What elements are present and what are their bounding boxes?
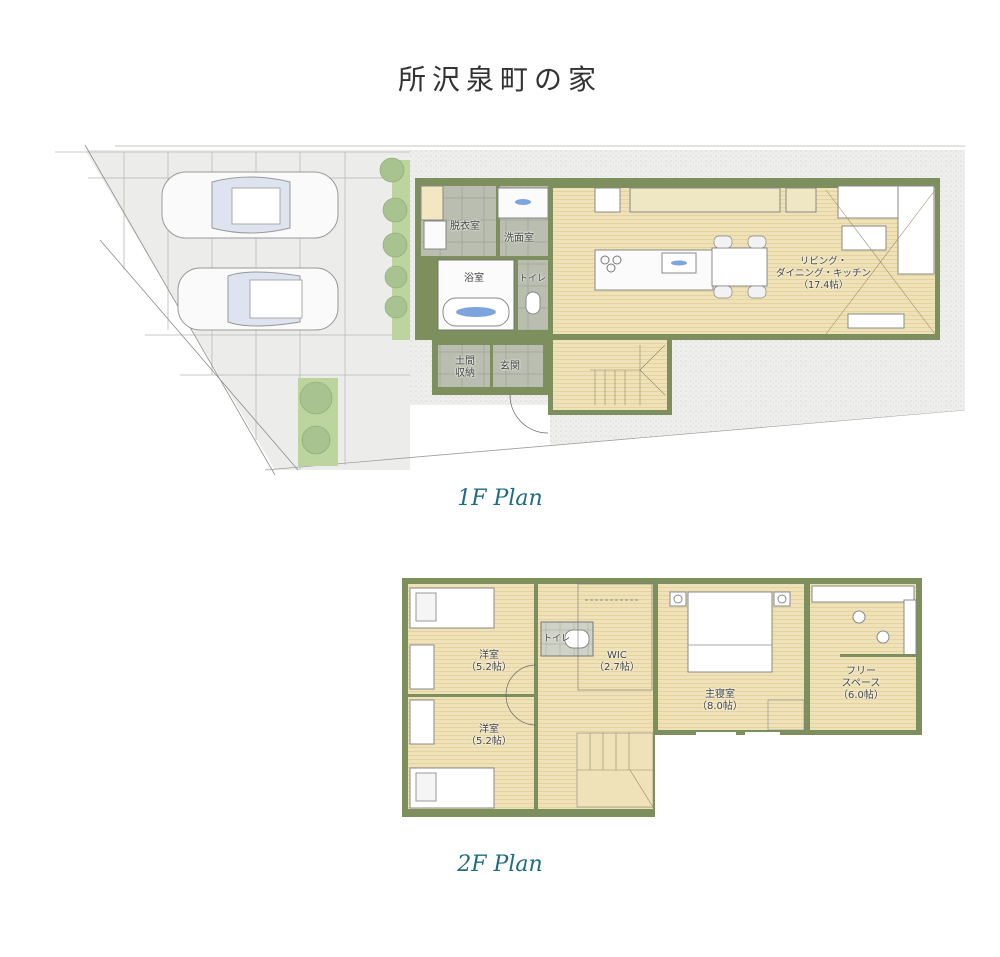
floor-plan-1f: 脱衣室 洗面室 浴室 トイレ 土間 収納 玄関 リビング・ ダイニング・キッチン… xyxy=(55,144,966,476)
toilet-bowl xyxy=(525,291,541,315)
room-label-yokushitsu: 浴室 xyxy=(464,273,484,284)
plan-label-2f: 2F Plan xyxy=(457,852,543,877)
plan-label-1f: 1F Plan xyxy=(457,486,543,511)
room-label-yoshitsu-2: 洋室 （5.2帖） xyxy=(466,724,512,747)
room-label-yoshitsu-1: 洋室 （5.2帖） xyxy=(466,650,512,673)
desk-2 xyxy=(409,699,435,745)
room-label-free-space: フリー スペース （6.0帖） xyxy=(838,666,884,701)
coffee-table xyxy=(841,225,887,251)
room-label-doma-shuno: 土間 収納 xyxy=(455,356,475,379)
genkan-floor xyxy=(493,345,543,387)
room-label-wic: WIC （2.7帖） xyxy=(594,650,640,673)
room-label-genkan: 玄関 xyxy=(500,361,520,372)
doma-shuno-floor xyxy=(438,345,490,387)
room-label-toilet-2f: トイレ xyxy=(543,634,571,644)
room-label-ldk: リビング・ ダイニング・キッチン （17.4帖） xyxy=(776,256,872,291)
room-label-datsuishitsu: 脱衣室 xyxy=(450,221,480,232)
master-bed xyxy=(687,591,773,673)
dining-table xyxy=(711,247,768,287)
entrance-door-swing xyxy=(509,394,549,434)
car-1 xyxy=(161,171,339,239)
room-label-senmenshitsu: 洗面室 xyxy=(504,233,534,244)
floor-plan-1f-drawing xyxy=(55,144,966,476)
tv-board xyxy=(847,313,905,329)
room-label-master-bedroom: 主寝室 （8.0帖） xyxy=(697,689,743,712)
desk-1 xyxy=(409,644,435,690)
room-label-toilet: トイレ xyxy=(519,274,547,284)
stairs-1f xyxy=(553,340,667,410)
car-2 xyxy=(177,267,339,331)
page-title: 所沢泉町の家 xyxy=(397,63,602,96)
